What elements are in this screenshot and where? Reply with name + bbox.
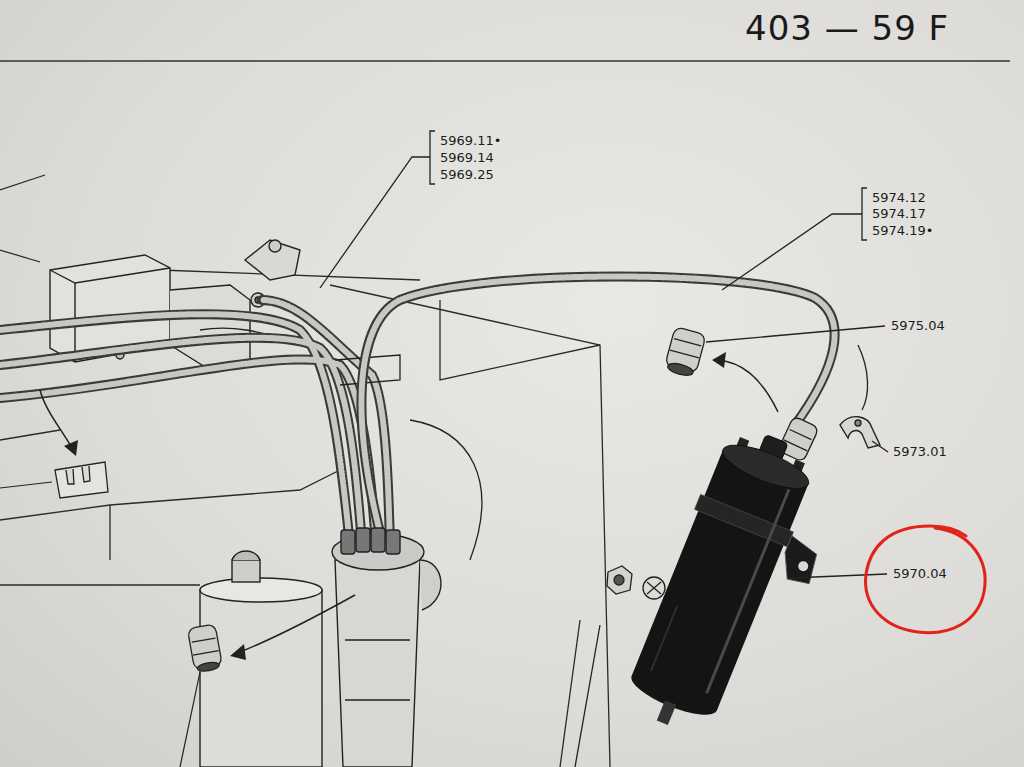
callout-number: 5969.14	[440, 150, 494, 166]
spark-plug-leads	[0, 300, 482, 560]
arrow-head	[230, 644, 246, 660]
callout-number: 5969.11•	[440, 133, 501, 149]
arrow	[240, 595, 355, 652]
distributor-boot	[187, 624, 222, 673]
nut-washer	[607, 566, 665, 599]
leader-line	[180, 672, 200, 767]
callout-number: 5974.17	[872, 206, 926, 222]
engine-outline	[0, 175, 610, 767]
highlight-circle	[866, 526, 986, 633]
wire	[858, 345, 868, 410]
callout-number: 5975.04	[891, 318, 945, 334]
arrow	[718, 360, 778, 412]
callout-number: 5974.19•	[872, 223, 933, 239]
callout-bracket	[320, 131, 435, 288]
page-rule	[0, 60, 1010, 62]
leader-line	[0, 482, 52, 488]
arrow-head	[712, 352, 726, 368]
callout-number: 5970.04	[893, 566, 947, 582]
leader-line	[575, 326, 888, 767]
arrow-head	[64, 440, 78, 456]
arrow	[40, 390, 72, 448]
wire-clip	[840, 417, 880, 448]
callout-bracket	[722, 188, 867, 290]
lead-boot	[778, 416, 819, 462]
connector-cap	[664, 327, 707, 379]
distributor	[332, 528, 441, 767]
ignition-coil	[616, 420, 855, 754]
page-title: 403 — 59 F	[745, 8, 949, 48]
callout-number: 5974.12	[872, 190, 926, 206]
callout-number: 5973.01	[893, 444, 947, 460]
lead-comb	[55, 462, 108, 498]
callout-number: 5969.25	[440, 167, 494, 183]
